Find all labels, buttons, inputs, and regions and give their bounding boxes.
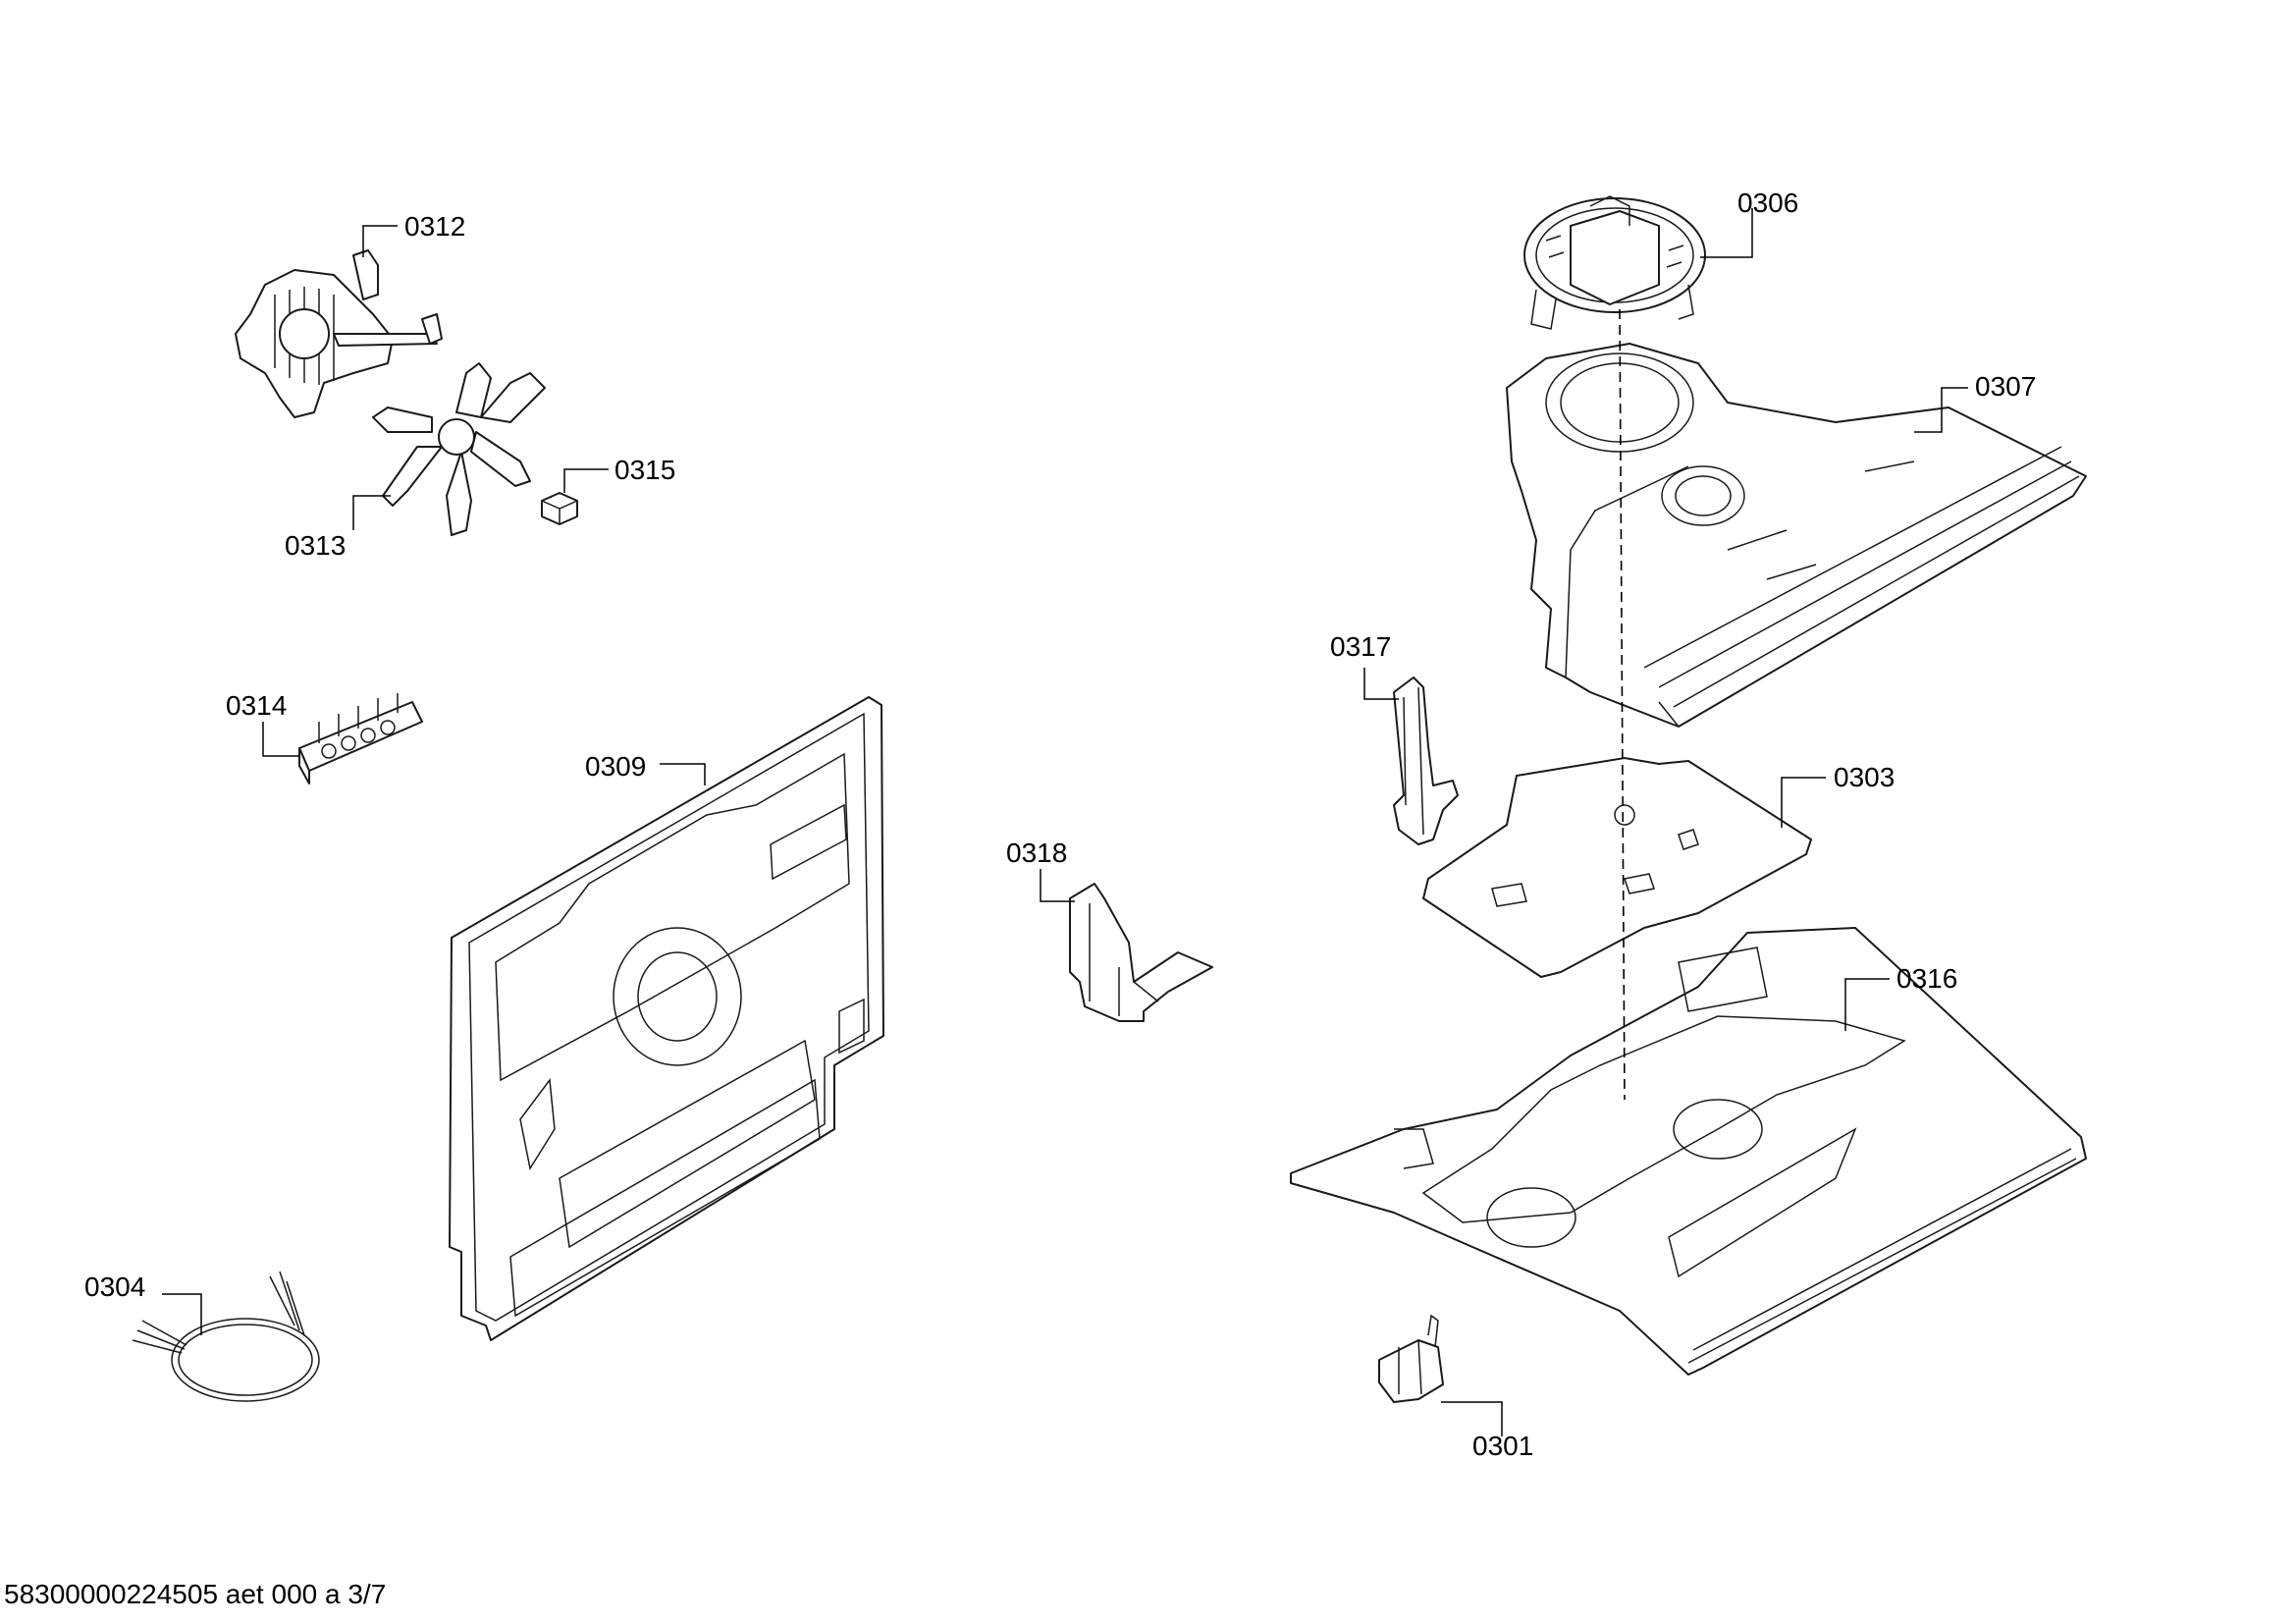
label-0307: 0307 bbox=[1975, 371, 2036, 402]
label-0317: 0317 bbox=[1330, 631, 1391, 662]
document-footer-code: 58300000224505 aet 000 a 3/7 bbox=[4, 1579, 387, 1609]
insulation-plate-part-0303 bbox=[1422, 757, 1812, 978]
leader-0304 bbox=[162, 1293, 202, 1335]
leader-0301 bbox=[1441, 1401, 1503, 1436]
fan-blade-part-0313 bbox=[372, 362, 546, 536]
base-plate-part-0316 bbox=[1290, 927, 2087, 1376]
label-0304: 0304 bbox=[84, 1272, 145, 1302]
label-0318: 0318 bbox=[1006, 838, 1067, 868]
label-0309: 0309 bbox=[585, 751, 646, 782]
label-0316: 0316 bbox=[1896, 963, 1957, 994]
nut-part-0315 bbox=[541, 492, 578, 525]
leader-0306 bbox=[1700, 208, 1753, 258]
terminal-block-part-0314 bbox=[298, 693, 423, 785]
bracket-part-0318 bbox=[1069, 883, 1213, 1022]
leader-0309 bbox=[660, 763, 706, 785]
back-panel-part-0309 bbox=[449, 696, 884, 1341]
label-0306: 0306 bbox=[1737, 188, 1798, 218]
connector-part-0301 bbox=[1378, 1314, 1444, 1403]
leader-0303 bbox=[1781, 777, 1826, 828]
label-0314: 0314 bbox=[226, 690, 287, 721]
leader-0318 bbox=[1040, 869, 1075, 902]
cable-part-0304 bbox=[132, 1271, 320, 1402]
fan-motor-part-0312 bbox=[235, 249, 443, 418]
leader-0307 bbox=[1914, 387, 1968, 433]
label-0313: 0313 bbox=[285, 530, 346, 561]
label-0303: 0303 bbox=[1834, 762, 1895, 792]
leader-0312 bbox=[362, 225, 398, 257]
label-0312: 0312 bbox=[404, 211, 465, 242]
blower-housing-part-0307 bbox=[1506, 343, 2087, 728]
blower-motor-part-0306 bbox=[1523, 195, 1706, 330]
label-0315: 0315 bbox=[614, 455, 675, 485]
leader-0315 bbox=[563, 468, 609, 493]
label-0301: 0301 bbox=[1472, 1431, 1533, 1461]
bracket-part-0317 bbox=[1393, 677, 1459, 845]
leader-0313 bbox=[352, 495, 391, 530]
leader-0317 bbox=[1363, 668, 1399, 700]
assembly-axis-line bbox=[1619, 308, 1626, 1101]
leader-0316 bbox=[1844, 978, 1890, 1031]
leader-0314 bbox=[262, 722, 299, 757]
